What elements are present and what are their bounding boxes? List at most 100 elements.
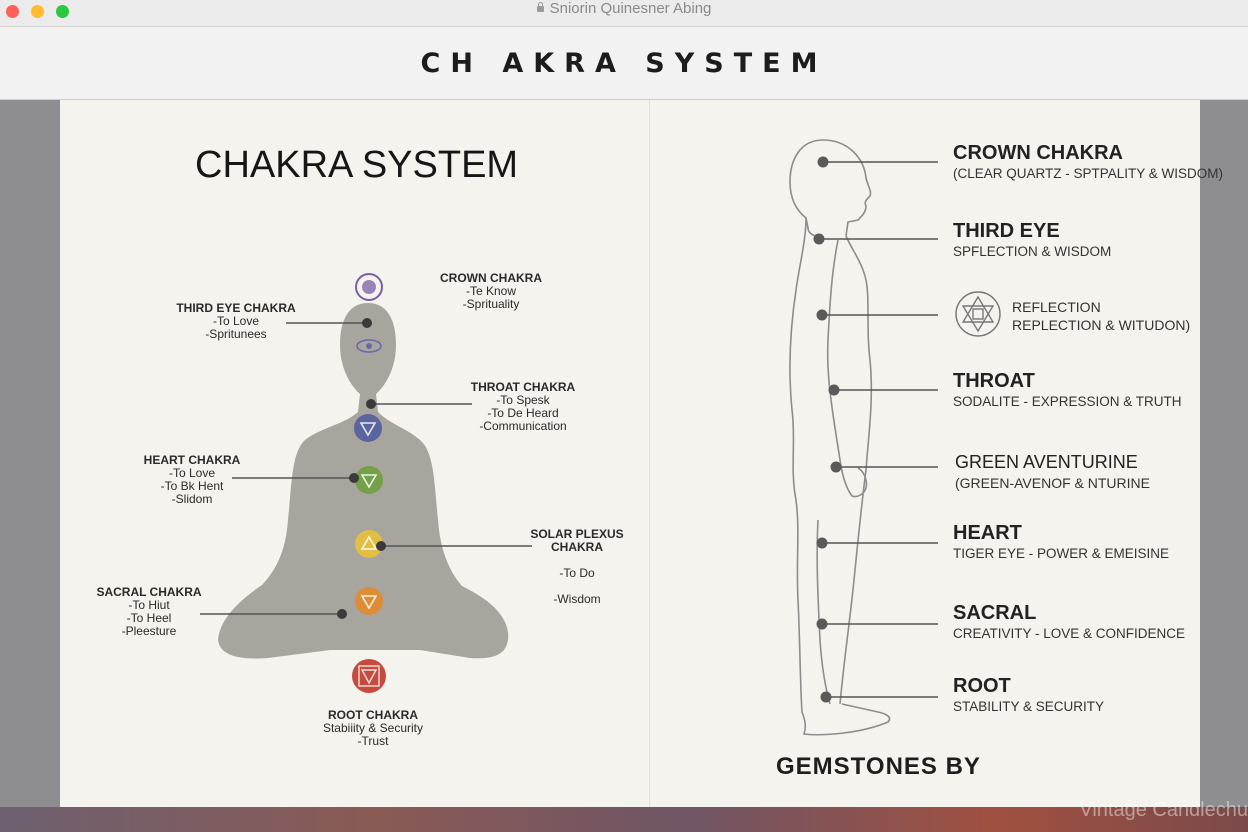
root-right-dot (820, 691, 832, 703)
sacral-chakra-triangle (360, 595, 378, 610)
green-aventurine-title: GREEN AVENTURINE (955, 452, 1138, 472)
root-chakra-circle (352, 659, 386, 693)
root-chakra-symbol (352, 659, 386, 693)
page-divider (649, 100, 650, 807)
heart-chakra-symbol (355, 466, 383, 494)
throat-gem-subtitle: SODALITE - EXPRESSION & TRUTH (953, 394, 1182, 409)
reflection-gem-subtitle: REPLECTION & WITUDON) (1012, 317, 1191, 333)
heart-chakra-title: HEART CHAKRA (143, 453, 241, 467)
desktop-background-strip (0, 807, 1248, 832)
minimize-window-button[interactable] (31, 5, 44, 18)
third-eye-dot (362, 318, 372, 328)
root-gem-subtitle: STABILITY & SECURITY (953, 699, 1105, 714)
third-eye-symbol (356, 339, 382, 353)
throat-chakra-label: THROAT CHAKRA -To Spesk -To De Heard -Co… (433, 381, 613, 433)
window-titlebar: Sniorin Quinesner Abing (0, 0, 1248, 27)
heart-gem-subtitle: TIGER EYE - POWER & EMEISINE (953, 546, 1170, 561)
throat-chakra-circle (354, 414, 382, 442)
green-right-dot (830, 461, 842, 473)
heart-dot (349, 473, 359, 483)
third-eye-chakra-label: THIRD EYE CHAKRA -To Love -Spritunees (146, 302, 326, 341)
green-aventurine-gem-item: GREEN AVENTURINE (GREEN-AVENOF & NTURINE (955, 450, 1150, 492)
reflection-emblem-circle (955, 291, 1001, 337)
crown-line-1: -Te Know (465, 284, 517, 298)
app-header: CH AKRA SYSTEM (0, 27, 1248, 100)
sacral-gem-title: SACRAL (953, 602, 1037, 624)
crown-chakra-label: CROWN CHAKRA -Te Know -Sprituality (401, 272, 581, 311)
reflection-gem-title: REFLECTION (1012, 299, 1101, 315)
reflection-right-dot (816, 309, 828, 321)
reflection-gem-item: REFLECTION REPLECTION & WITUDON) (1012, 298, 1190, 334)
third-eye-chakra-title: THIRD EYE CHAKRA (176, 301, 296, 315)
sacral-line-1: -To Hiut (128, 598, 170, 612)
crown-gem-item: CROWN CHAKRA (CLEAR QUARTZ - SPTPALITY &… (953, 141, 1223, 183)
left-leader-dots (337, 318, 386, 619)
sacral-line-3: -Pleesture (121, 624, 177, 638)
third-eye-gem-title: THIRD EYE (953, 220, 1060, 242)
throat-gem-title: THROAT (953, 370, 1035, 392)
crown-chakra-title: CROWN CHAKRA (440, 271, 542, 285)
background-watermark-text: Vintage Candlechu (1079, 799, 1248, 821)
throat-dot (366, 399, 376, 409)
profile-back (789, 217, 891, 736)
sacral-chakra-symbol (355, 587, 383, 615)
profile-head (789, 139, 872, 237)
window-title: Sniorin Quinesner Abing (0, 0, 1248, 17)
standing-profile-outline (789, 139, 891, 736)
heart-gem-title: HEART (953, 522, 1022, 544)
reflection-emblem-square (972, 308, 984, 320)
left-leader-lines (200, 322, 532, 615)
window-title-text: Sniorin Quinesner Abing (549, 0, 712, 17)
heart-line-1: -To Love (168, 466, 216, 480)
crown-right-dot (817, 156, 829, 168)
third-eye-line-2: -Spritunees (205, 327, 267, 341)
third-eye-gem-item: THIRD EYE SPFLECTION & WISDOM (953, 219, 1111, 261)
sacral-gem-subtitle: CREATIVITY - LOVE & CONFIDENCE (953, 626, 1186, 641)
solar-line-2: -Wisdom (553, 592, 601, 606)
throat-line-3: -Communication (479, 419, 567, 433)
solar-line-1: -To Do (559, 566, 595, 580)
third-eye-line-1: -To Love (212, 314, 260, 328)
root-chakra-triangle (360, 669, 378, 685)
throat-chakra-title: THROAT CHAKRA (470, 380, 576, 394)
crown-gem-subtitle: (CLEAR QUARTZ - SPTPALITY & WISDOM) (953, 166, 1224, 181)
zoom-window-button[interactable] (56, 5, 69, 18)
close-window-button[interactable] (6, 5, 19, 18)
green-aventurine-subtitle: (GREEN-AVENOF & NTURINE (955, 475, 1150, 491)
lock-icon (536, 2, 544, 12)
root-gem-title: ROOT (953, 675, 1011, 697)
document-page (60, 100, 1200, 807)
gemstones-footer-heading: GEMSTONES BY (776, 753, 981, 780)
heart-right-dot (816, 537, 828, 549)
throat-chakra-triangle (359, 422, 377, 437)
third-eye-pupil (366, 343, 372, 349)
third-eye-gem-subtitle: SPFLECTION & WISDOM (953, 244, 1112, 259)
reflection-emblem-triangle-down (961, 305, 995, 333)
root-line-1: Stabiiity & Security (322, 721, 424, 735)
sacral-chakra-label: SACRAL CHAKRA -To Hiut -To Heel -Pleestu… (59, 586, 239, 638)
crown-gem-title: CROWN CHAKRA (953, 142, 1123, 164)
root-line-2: -Trust (357, 734, 389, 748)
reflection-emblem-icon (955, 291, 1001, 337)
root-chakra-square (358, 665, 380, 687)
solar-plexus-title: SOLAR PLEXUS CHAKRA (530, 527, 624, 554)
throat-line-1: -To Spesk (496, 393, 550, 407)
sacral-right-dot (816, 618, 828, 630)
solar-dot (376, 541, 386, 551)
crown-line-2: -Sprituality (462, 297, 520, 311)
left-panel-title: CHAKRA SYSTEM (195, 144, 519, 186)
sacral-line-2: -To Heel (126, 611, 172, 625)
solar-plexus-triangle (360, 535, 378, 550)
header-title: CH AKRA SYSTEM (420, 48, 828, 79)
heart-line-2: -To Bk Hent (160, 479, 224, 493)
crown-chakra-circle (355, 273, 383, 301)
third-eye-right-dot (813, 233, 825, 245)
solar-plexus-chakra-label: SOLAR PLEXUS CHAKRA -To Do -Wisdom (487, 515, 667, 619)
heart-line-3: -Slidom (171, 492, 213, 506)
right-leader-dots (813, 156, 842, 703)
crown-chakra-core (362, 280, 376, 294)
sacral-gem-item: SACRAL CREATIVITY - LOVE & CONFIDENCE (953, 601, 1185, 643)
third-eye-outline (356, 339, 382, 353)
throat-chakra-symbol (354, 414, 382, 442)
